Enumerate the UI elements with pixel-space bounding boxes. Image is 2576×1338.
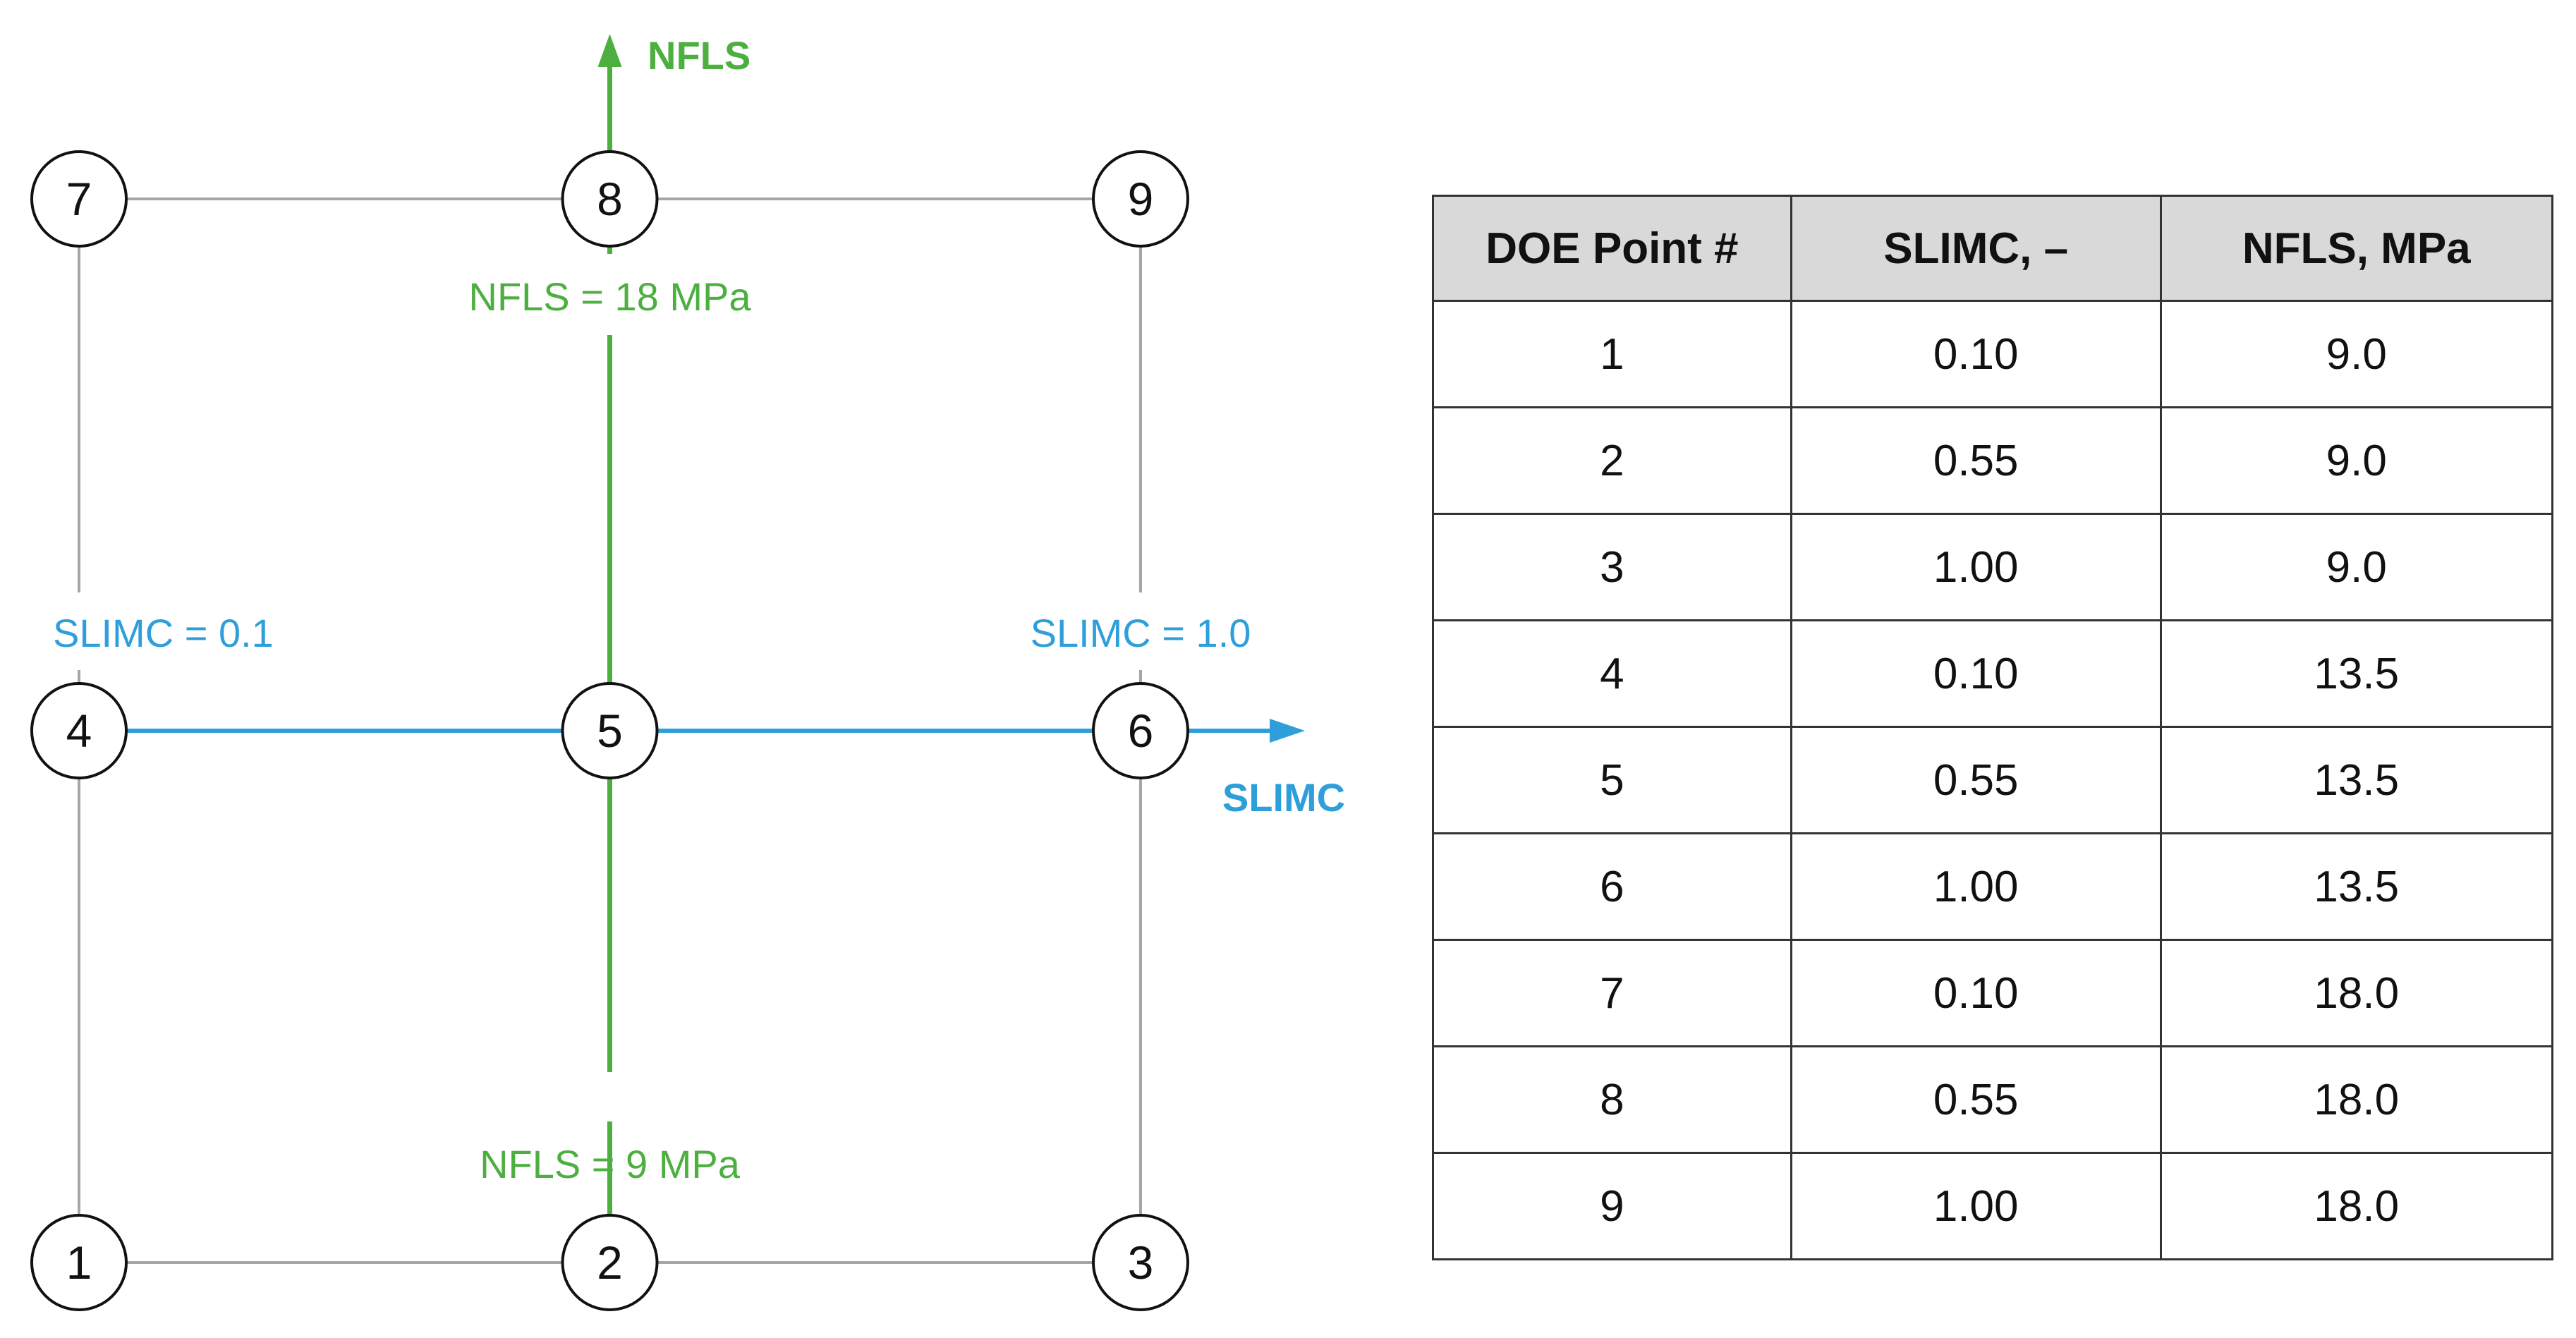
cell-doe-point: 8: [1432, 1045, 1792, 1154]
cell-nfls: 18.0: [2159, 1045, 2554, 1154]
diagram-labels: NFLS SLIMC NFLS = 18 MPa NFLS = 9 MPa SL…: [53, 33, 1345, 1186]
cell-nfls: 13.5: [2159, 726, 2554, 834]
cell-slimc: 0.10: [1790, 939, 2162, 1047]
node-circle: [30, 150, 128, 248]
node-circle: [1092, 1214, 1189, 1311]
cell-doe-point: 4: [1432, 619, 1792, 728]
slimc-low-label: SLIMC = 0.1: [53, 611, 274, 655]
cell-slimc: 1.00: [1790, 1152, 2162, 1260]
node-circle: [1092, 682, 1189, 779]
doe-node: 4: [30, 682, 128, 779]
doe-nodes: 1 2 3 4 5 6 7 8 9: [30, 150, 1189, 1311]
doe-node: 1: [30, 1214, 128, 1311]
nfls-arrow-head: [597, 34, 622, 67]
node-circle: [30, 1214, 128, 1311]
node-number: 5: [597, 705, 623, 757]
cell-doe-point: 6: [1432, 832, 1792, 941]
header-doe-point: DOE Point #: [1432, 195, 1792, 302]
cell-nfls: 18.0: [2159, 1152, 2554, 1260]
cell-nfls: 9.0: [2159, 513, 2554, 621]
doe-node: 8: [561, 150, 659, 248]
nfls-high-label: NFLS = 18 MPa: [469, 274, 752, 319]
nfls-axis-title: NFLS: [648, 33, 751, 78]
node-number: 2: [597, 1236, 623, 1289]
cell-nfls: 9.0: [2159, 406, 2554, 515]
header-slimc: SLIMC, –: [1790, 195, 2162, 302]
doe-grid-diagram: 1 2 3 4 5 6 7 8 9 NFLS SLIMC NFLS = 18 MPa NFLS …: [30, 33, 1345, 1311]
doe-node: 6: [1092, 682, 1189, 779]
cell-doe-point: 3: [1432, 513, 1792, 621]
node-circle: [30, 682, 128, 779]
node-number: 7: [66, 173, 92, 225]
node-number: 6: [1128, 705, 1154, 757]
cell-doe-point: 7: [1432, 939, 1792, 1047]
cell-nfls: 18.0: [2159, 939, 2554, 1047]
cell-doe-point: 1: [1432, 300, 1792, 408]
cell-slimc: 0.55: [1790, 406, 2162, 515]
node-circle: [561, 682, 659, 779]
cell-doe-point: 9: [1432, 1152, 1792, 1260]
cell-nfls: 13.5: [2159, 832, 2554, 941]
doe-node: 9: [1092, 150, 1189, 248]
node-number: 3: [1128, 1236, 1154, 1289]
slimc-arrow-head: [1270, 719, 1305, 743]
node-number: 8: [597, 173, 623, 225]
doe-node: 5: [561, 682, 659, 779]
table-header-row: DOE Point # SLIMC, – NFLS, MPa: [1432, 195, 2554, 302]
node-circle: [561, 1214, 659, 1311]
cell-slimc: 0.10: [1790, 619, 2162, 728]
label-gap: [73, 592, 85, 670]
doe-node: 2: [561, 1214, 659, 1311]
slimc-axis-title: SLIMC: [1222, 775, 1345, 820]
cell-doe-point: 2: [1432, 406, 1792, 515]
node-number: 4: [66, 705, 92, 757]
cell-slimc: 1.00: [1790, 513, 2162, 621]
cell-slimc: 0.10: [1790, 300, 2162, 408]
node-number: 1: [66, 1236, 92, 1289]
node-circle: [1092, 150, 1189, 248]
header-nfls: NFLS, MPa: [2159, 195, 2554, 302]
node-number: 9: [1128, 173, 1154, 225]
cell-slimc: 1.00: [1790, 832, 2162, 941]
doe-node: 7: [30, 150, 128, 248]
cell-doe-point: 5: [1432, 726, 1792, 834]
slimc-high-label: SLIMC = 1.0: [1031, 611, 1251, 655]
doe-node: 3: [1092, 1214, 1189, 1311]
cell-nfls: 9.0: [2159, 300, 2554, 408]
cell-slimc: 0.55: [1790, 726, 2162, 834]
cell-slimc: 0.55: [1790, 1045, 2162, 1154]
node-circle: [561, 150, 659, 248]
cell-nfls: 13.5: [2159, 619, 2554, 728]
label-gap: [1135, 592, 1146, 670]
nfls-low-label: NFLS = 9 MPa: [480, 1142, 741, 1186]
